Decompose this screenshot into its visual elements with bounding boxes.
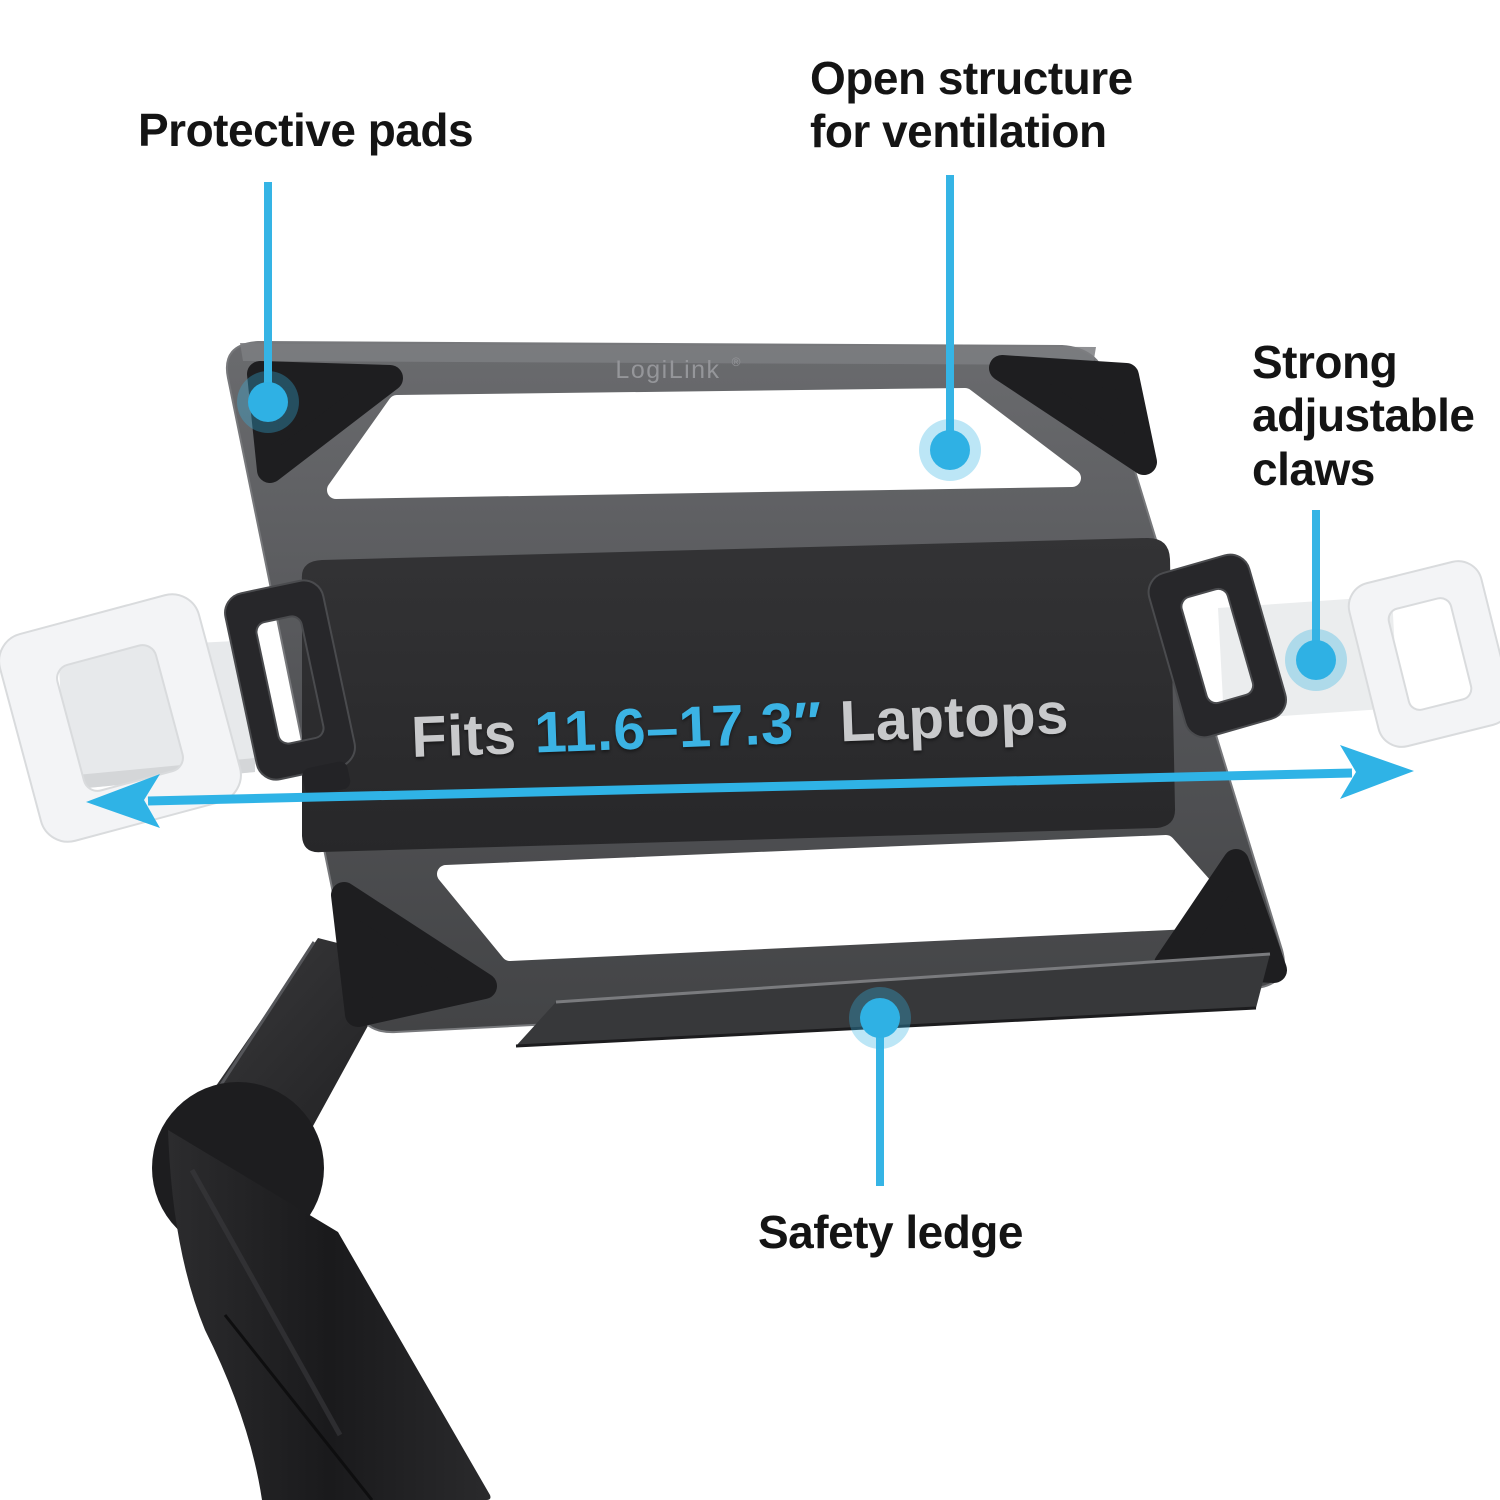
ghost-claw-left — [0, 593, 255, 843]
fits-prefix: Fits — [410, 701, 518, 771]
callout-annotations — [86, 175, 1414, 1186]
brand-registered-mark: ® — [732, 355, 741, 369]
callout-label-strong-claws: Strong adjustable claws — [1252, 336, 1475, 495]
brand-logo: LogiLink — [615, 356, 720, 384]
corner-pad-bottom-left — [331, 882, 497, 1027]
laptop-tray-plate: LogiLink ® — [224, 340, 1287, 1048]
width-double-arrow-icon — [86, 745, 1414, 828]
callout-dot-strong-claws — [1296, 640, 1336, 680]
callout-dot-open-structure — [930, 430, 970, 470]
claw-right — [1147, 553, 1287, 739]
callout-label-safety-ledge: Safety ledge — [758, 1206, 1024, 1258]
claw-left — [224, 579, 356, 796]
callout-label-protective-pads: Protective pads — [138, 104, 474, 156]
laptop-rest-band — [301, 537, 1176, 853]
plate-top-bevel — [240, 343, 1096, 365]
fits-range: 11.6–17.3″ — [533, 690, 823, 766]
fits-suffix: Laptops — [838, 680, 1070, 755]
ventilation-slot-top — [327, 388, 1081, 499]
corner-pad-top-left — [247, 361, 403, 483]
callout-label-open-structure: Open structure for ventilation — [810, 52, 1133, 158]
corner-pad-top-right — [989, 355, 1157, 475]
callout-dot-safety-ledge — [860, 998, 900, 1038]
callout-dot-protective-pads — [248, 382, 288, 422]
